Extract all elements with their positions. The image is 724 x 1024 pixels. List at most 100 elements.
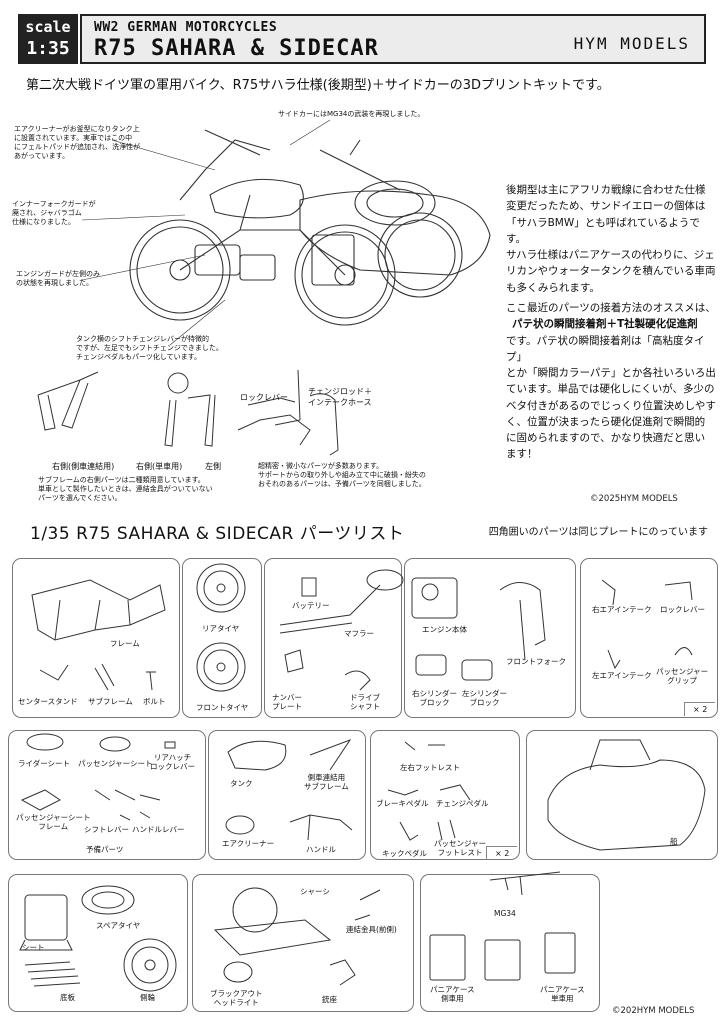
para-line: く、位置が決まったら硬化促進剤で瞬間的: [506, 415, 706, 428]
part-label: ハンドル: [306, 845, 336, 854]
note-line: 単車として製作したいときは、連結金具がついていない: [38, 485, 213, 494]
parts-panel-frame: [12, 558, 180, 718]
label-line: インテークホース: [308, 398, 372, 407]
part-label: シート: [22, 943, 45, 952]
part-label: 側輪: [140, 993, 155, 1002]
part-label: 左シリンダー ブロック: [462, 689, 507, 707]
para-line: 後期型は主にアフリカ戦線に合わせた仕様: [506, 184, 706, 196]
rear-tire-drawing: [129, 219, 231, 321]
para-line: も多くみられます。: [506, 281, 600, 294]
parts-panel-seats: [8, 730, 206, 860]
part-label: 予備パーツ: [86, 845, 124, 854]
part-label: スペアタイヤ: [96, 921, 141, 930]
part-label: センタースタンド: [18, 697, 78, 706]
parts-list-title: 1/35 R75 SAHARA & SIDECAR パーツリスト: [30, 524, 405, 544]
note-small-parts: 超精密・微小なパーツが多数あります。 サポートからの取り外しや組み立て中に破損・…: [258, 462, 426, 489]
part-label: シャーシ: [300, 887, 330, 896]
note-line: ですが、左足でもシフトチェンジできました。: [76, 344, 223, 353]
part-label: MG34: [494, 909, 516, 918]
part-label: パッセンジャー フットレスト: [434, 839, 487, 857]
part-label: パッセンジャーシート: [78, 759, 153, 768]
note-line: 超精密・微小なパーツが多数あります。: [258, 462, 384, 470]
part-label: リアハッチ ロックレバー: [150, 753, 195, 771]
part-label: サブフレーム: [88, 697, 133, 706]
label-change-rod: チェンジロッド＋ インテークホース: [308, 386, 372, 408]
part-label: チェンジペダル: [436, 799, 489, 808]
part-label: 銃座: [322, 995, 337, 1004]
part-label: ドライブ シャフト: [350, 693, 380, 711]
note-line: サブフレームの右側パーツは二種類用意しています。: [38, 476, 205, 484]
part-label: ロックレバー: [660, 605, 705, 614]
parts-panel-boat: [526, 730, 718, 860]
scale-value: 1:35: [26, 38, 70, 59]
front-tire-drawing: [294, 224, 396, 326]
note-line: パーツを選んでください。: [38, 494, 122, 503]
para-line: サハラ仕様はパニアケースの代わりに、ジェ: [506, 249, 715, 262]
para-line: ベタ付きがあるのでじっくり位置決めしやす: [506, 399, 716, 412]
part-label: パッセンジャーシート フレーム: [16, 813, 91, 831]
part-label: 右シリンダー ブロック: [412, 689, 457, 707]
note-subframe: サブフレームの右側パーツは二種類用意しています。 単車として製作したいときは、連…: [38, 476, 213, 503]
note-line: の状態を再現しました。: [16, 279, 93, 288]
part-label: タンク: [230, 779, 253, 788]
note-line: チェンジペダルもパーツ化しています。: [76, 353, 201, 362]
para-line-bold: パテ状の瞬間接着剤＋T社製硬化促進剤: [512, 318, 698, 331]
note-line: 仕様になりました。: [12, 218, 75, 227]
note-line: あがっています。: [14, 152, 69, 161]
banner-subtitle: WW2 GERMAN MOTORCYCLES: [94, 20, 278, 35]
note-line: タンク横のシフトチェンジレバーが特徴的: [76, 335, 209, 343]
part-label: ボルト: [143, 697, 166, 706]
part-label: マフラー: [344, 629, 374, 638]
part-label: フロントタイヤ: [196, 703, 249, 712]
note-shift-lever: タンク横のシフトチェンジレバーが特徴的 ですが、左足でもシフトチェンジできました…: [76, 335, 223, 362]
spare-tire-drawing: [354, 180, 436, 226]
intro-text: 第二次大戦ドイツ軍の軍用バイク、R75サハラ仕様(後期型)＋サイドカーの3Dプリ…: [26, 78, 610, 93]
part-label: エアクリーナー: [222, 839, 275, 848]
note-line: にフェルトパッドが追加され、洗浄性が: [14, 143, 141, 152]
note-fork-guard: インナーフォークガードが 廃され、ジャバラゴム 仕様になりました。: [12, 200, 96, 227]
part-label: ブラックアウト ヘッドライト: [210, 989, 263, 1007]
sidecar-wheel-drawing: [377, 212, 463, 298]
parts-panel-tires: [182, 558, 262, 718]
copyright-bottom: ©202HYM MODELS: [612, 1006, 695, 1016]
para-line: リカンやウォータータンクを積んでいる車両: [506, 265, 716, 278]
part-label: エンジン本体: [422, 625, 467, 634]
part-label: パニアケース 単車用: [540, 985, 585, 1003]
scale-label: scale: [25, 18, 71, 36]
label-left: 左側: [205, 462, 221, 471]
para-line: 「サハラBMW」とも呼ばれているようです。: [506, 216, 700, 245]
part-label: パッセンジャー グリップ: [656, 667, 709, 685]
part-label: 底板: [60, 993, 75, 1002]
part-label: 左右フットレスト: [400, 763, 460, 772]
para-line: とか「瞬間カラーパテ」とか各社いろいろ出: [506, 367, 716, 380]
text-adhesive-tip: ここ最近のパーツの接着方法のオススメは、 パテ状の瞬間接着剤＋T社製硬化促進剤 …: [506, 300, 716, 463]
part-label: キックペダル: [382, 849, 427, 858]
parts-list-note: 四角囲いのパーツは同じプレートにのっています: [488, 527, 708, 538]
label-right-sidecar: 右側(側車連結用): [52, 462, 115, 471]
part-label: 右エアインテーク: [592, 605, 652, 614]
note-line: インナーフォークガードが: [12, 200, 96, 208]
part-label: フレーム: [110, 639, 140, 648]
part-label: ナンバー プレート: [272, 693, 302, 711]
note-line: エンジンガードが左側のみ: [16, 270, 100, 278]
text-sahara-description: 後期型は主にアフリカ戦線に合わせた仕様 変更だったため、サンドイエローの個体は …: [506, 182, 716, 296]
note-engine-guard: エンジンガードが左側のみ の状態を再現しました。: [16, 270, 100, 288]
banner-title: R75 SAHARA & SIDECAR: [94, 36, 379, 61]
note-line: エアクリーナーがお釜型になりタンク上: [14, 125, 140, 133]
copyright-top: ©2025HYM MODELS: [590, 494, 678, 504]
para-line: ています。単品では硬化しにくいが、多少の: [506, 383, 715, 396]
label-lock-lever: ロックレバー: [240, 393, 288, 402]
note-line: に設置されています。実車ではこの中: [14, 134, 133, 143]
parts-panel-intake: [580, 558, 718, 718]
part-label: 左エアインテーク: [592, 671, 652, 680]
multiplier-badge: × 2: [486, 846, 518, 860]
note-sidecar-mg34: サイドカーにはMG34の武装を再現しました。: [278, 110, 425, 118]
brand-name: HYM MODELS: [573, 34, 690, 53]
part-label: ハンドルレバー: [132, 825, 185, 834]
part-label: 連結金具(前側): [346, 925, 397, 934]
part-label: リアタイヤ: [202, 624, 240, 633]
scale-badge: scale 1:35: [18, 14, 78, 64]
part-label: フロントフォーク: [506, 657, 566, 666]
label-right-solo: 右側(単車用): [136, 462, 183, 471]
note-aircleaner: エアクリーナーがお釜型になりタンク上 に設置されています。実車ではこの中 にフェ…: [14, 125, 140, 161]
